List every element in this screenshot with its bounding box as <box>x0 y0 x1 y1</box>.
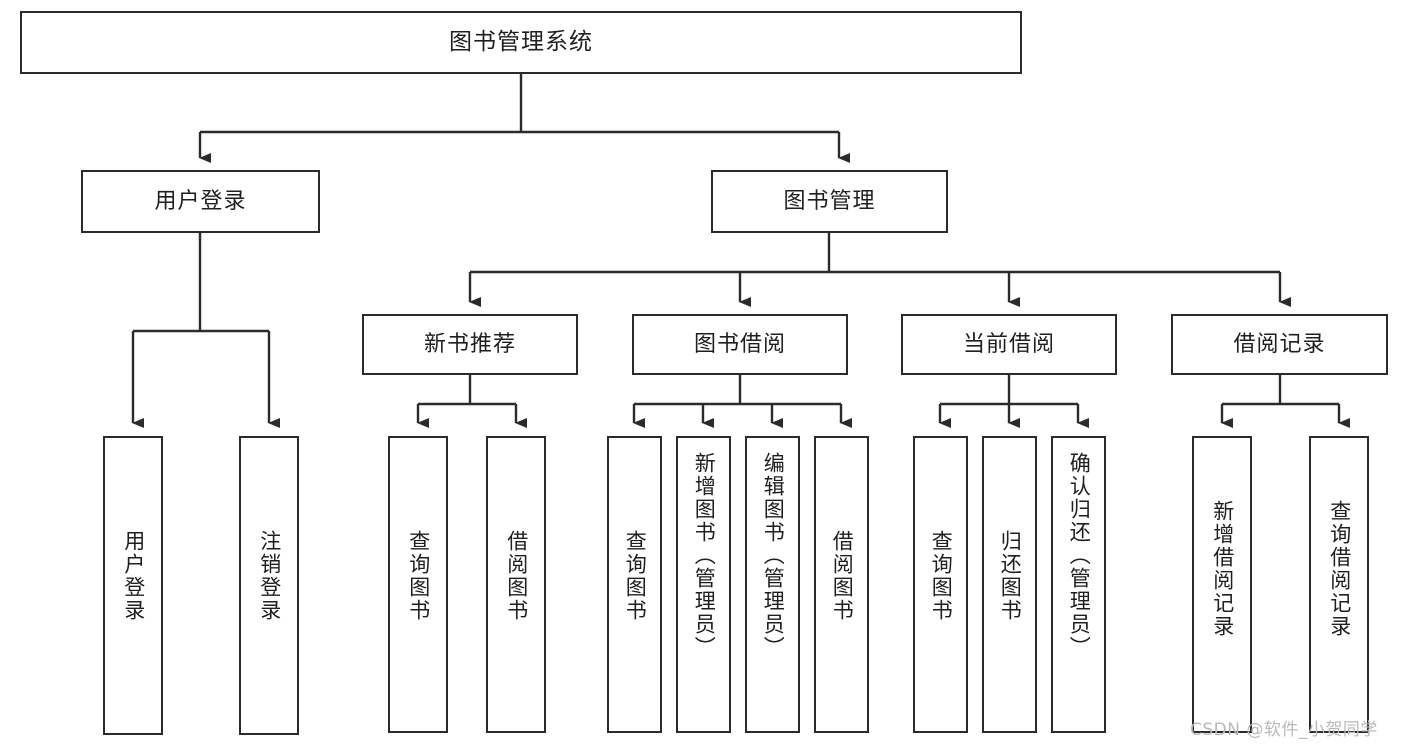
node-label: 确认归还（管理员） <box>1067 452 1092 659</box>
leaf-query-book-borrow[interactable]: 查询图书 <box>607 436 662 733</box>
csdn-watermark: CSDN @软件_小贺同学 <box>1190 720 1378 740</box>
node-label: 借阅图书 <box>830 530 855 622</box>
node-label: 用户登录 <box>154 188 247 214</box>
leaf-borrow-book-borrow[interactable]: 借阅图书 <box>814 436 869 733</box>
leaf-query-book-current[interactable]: 查询图书 <box>913 436 968 733</box>
node-label: 新增图书（管理员） <box>692 452 717 659</box>
node-current-borrow[interactable]: 当前借阅 <box>901 314 1117 375</box>
leaf-user-login[interactable]: 用户登录 <box>103 436 163 735</box>
leaf-query-borrow-record[interactable]: 查询借阅记录 <box>1309 436 1369 733</box>
node-label: 新增借阅记录 <box>1210 500 1235 638</box>
leaf-add-book-admin[interactable]: 新增图书（管理员） <box>676 436 731 733</box>
leaf-query-book-recommend[interactable]: 查询图书 <box>388 436 448 733</box>
node-book-borrow[interactable]: 图书借阅 <box>632 314 848 375</box>
leaf-borrow-book-recommend[interactable]: 借阅图书 <box>486 436 546 733</box>
node-label: 图书借阅 <box>693 331 786 357</box>
node-label: 查询图书 <box>406 530 431 622</box>
node-label: 借阅记录 <box>1233 331 1326 357</box>
leaf-confirm-return-admin[interactable]: 确认归还（管理员） <box>1051 436 1106 733</box>
node-label: 查询图书 <box>929 530 954 622</box>
leaf-logout-login[interactable]: 注销登录 <box>239 436 299 735</box>
node-label: 查询借阅记录 <box>1327 500 1352 638</box>
node-label: 新书推荐 <box>423 331 516 357</box>
node-new-book-recommend[interactable]: 新书推荐 <box>362 314 578 375</box>
node-label: 图书管理系统 <box>449 28 593 55</box>
node-root-system[interactable]: 图书管理系统 <box>20 11 1022 74</box>
node-label: 注销登录 <box>257 530 282 622</box>
leaf-return-book[interactable]: 归还图书 <box>982 436 1037 733</box>
node-user-login[interactable]: 用户登录 <box>81 170 320 233</box>
node-label: 用户登录 <box>121 530 146 622</box>
leaf-add-borrow-record[interactable]: 新增借阅记录 <box>1192 436 1252 733</box>
node-label: 归还图书 <box>998 530 1023 622</box>
node-borrow-record[interactable]: 借阅记录 <box>1171 314 1388 375</box>
node-label: 图书管理 <box>783 188 876 214</box>
node-label: 编辑图书（管理员） <box>761 452 786 659</box>
node-label: 查询图书 <box>623 530 648 622</box>
node-label: 当前借阅 <box>962 331 1055 357</box>
node-label: 借阅图书 <box>504 530 529 622</box>
leaf-edit-book-admin[interactable]: 编辑图书（管理员） <box>745 436 800 733</box>
node-book-management[interactable]: 图书管理 <box>711 170 948 233</box>
